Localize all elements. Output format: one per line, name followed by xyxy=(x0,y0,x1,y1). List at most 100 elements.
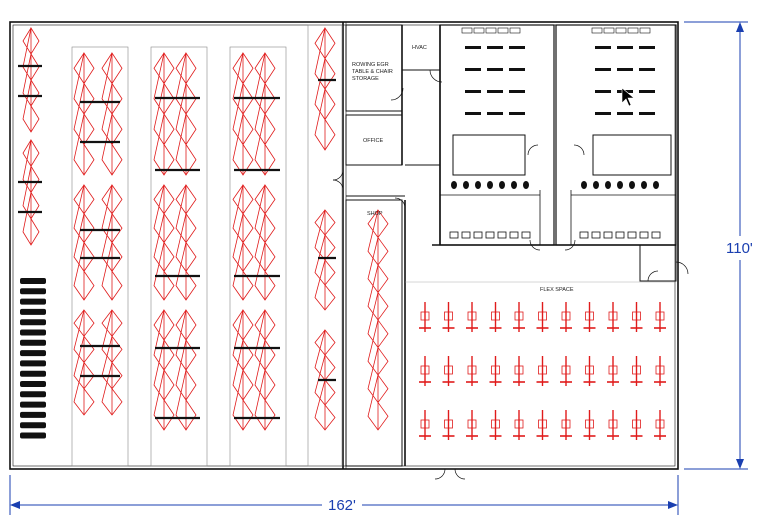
erg-stack-item xyxy=(20,288,46,295)
bench xyxy=(487,112,503,115)
office-label: OFFICE xyxy=(363,138,383,144)
erg-seat xyxy=(467,311,477,321)
boat-shell xyxy=(73,184,95,301)
erg-stack-item xyxy=(20,278,46,284)
erg-seat xyxy=(514,419,524,429)
boat-riggers xyxy=(22,138,40,246)
erg-seat xyxy=(561,311,571,321)
erg-seat xyxy=(491,365,500,375)
boat-shell xyxy=(101,51,123,176)
toilet xyxy=(581,181,587,189)
erg-seat xyxy=(655,311,665,321)
bench xyxy=(639,90,655,93)
storage-label-2: TABLE & CHAIR xyxy=(352,69,393,75)
erg-stack-item xyxy=(20,298,46,305)
erg-seat xyxy=(491,419,500,429)
boat-shell xyxy=(175,184,197,301)
erg-stack-item xyxy=(20,308,46,315)
sink xyxy=(509,231,519,239)
boat-riggers xyxy=(175,51,197,176)
rowing-machine xyxy=(466,410,478,440)
equipment-frames xyxy=(71,24,343,467)
storage-label-3: STORAGE xyxy=(352,76,379,82)
boat-riggers xyxy=(254,308,276,431)
erg-seat xyxy=(444,311,453,321)
rowing-machine xyxy=(630,410,643,440)
erg-seat xyxy=(608,311,618,321)
boat-shell xyxy=(254,184,276,301)
hvac-label: HVAC xyxy=(412,45,427,51)
erg-stack-item xyxy=(20,381,46,387)
bench xyxy=(639,46,655,49)
toilet xyxy=(593,181,599,189)
rowing-machine xyxy=(630,302,643,332)
boat-riggers xyxy=(101,184,123,301)
sink xyxy=(579,231,589,239)
bench xyxy=(595,46,611,49)
boat-shell xyxy=(153,308,175,431)
bench xyxy=(465,112,481,115)
boat-shell xyxy=(254,308,276,431)
sink xyxy=(461,231,471,239)
rowing-machine xyxy=(560,410,572,440)
sink xyxy=(521,231,531,239)
erg-seat xyxy=(444,365,453,375)
bench xyxy=(465,46,481,49)
boat-shell xyxy=(175,51,197,176)
sink xyxy=(639,231,649,239)
flex-space-label: FLEX SPACE xyxy=(540,287,574,293)
erg-seat xyxy=(420,365,430,375)
sink xyxy=(651,231,661,239)
locker-bank xyxy=(509,27,521,34)
toilet xyxy=(653,181,659,189)
toilet xyxy=(487,181,493,189)
bench xyxy=(595,90,611,93)
bench xyxy=(639,68,655,71)
boat-riggers xyxy=(232,184,254,301)
erg-seat xyxy=(585,365,594,375)
rowing-machine xyxy=(419,410,431,440)
boat-shell xyxy=(232,51,254,176)
boat-shell xyxy=(153,51,175,176)
shop-label: SHOP xyxy=(367,211,383,217)
bench xyxy=(617,46,633,49)
boat-riggers xyxy=(175,308,197,431)
room-labels: ROWING EGR TABLE & CHAIR STORAGE HVAC OF… xyxy=(352,45,574,293)
rowing-machine xyxy=(419,302,431,332)
erg-stack-item xyxy=(20,411,46,418)
erg-stack-item xyxy=(20,391,46,398)
rowing-machine xyxy=(654,410,666,440)
sink xyxy=(615,231,625,239)
rowing-machine xyxy=(607,410,619,440)
rowing-machine xyxy=(466,356,478,386)
sink xyxy=(603,231,613,239)
toilet xyxy=(463,181,469,189)
erg-stack-item xyxy=(20,370,46,377)
rowing-machine xyxy=(560,302,572,332)
pointer-arrow-icon xyxy=(621,87,635,107)
erg-seat xyxy=(655,419,665,429)
erg-seat xyxy=(420,311,430,321)
erg-seat xyxy=(632,365,641,375)
boat-shell xyxy=(232,308,254,431)
erg-stack-item xyxy=(20,329,46,336)
toilet xyxy=(617,181,623,189)
erg-seat xyxy=(585,311,594,321)
boat-riggers xyxy=(101,309,123,416)
rowing-machine xyxy=(583,302,596,332)
toilet xyxy=(605,181,611,189)
erg-stack-item xyxy=(20,360,46,367)
sink xyxy=(497,231,507,239)
toilet xyxy=(641,181,647,189)
locker-bank xyxy=(497,27,509,34)
boat-shell xyxy=(314,26,336,151)
rowing-machine xyxy=(630,356,643,386)
boat-riggers xyxy=(73,184,95,301)
rowing-machine xyxy=(536,410,549,440)
boat-riggers xyxy=(22,26,40,133)
erg-stack-item xyxy=(20,401,46,408)
boat-riggers xyxy=(314,26,336,151)
locker-bank xyxy=(615,27,627,34)
rowing-machine xyxy=(536,356,549,386)
